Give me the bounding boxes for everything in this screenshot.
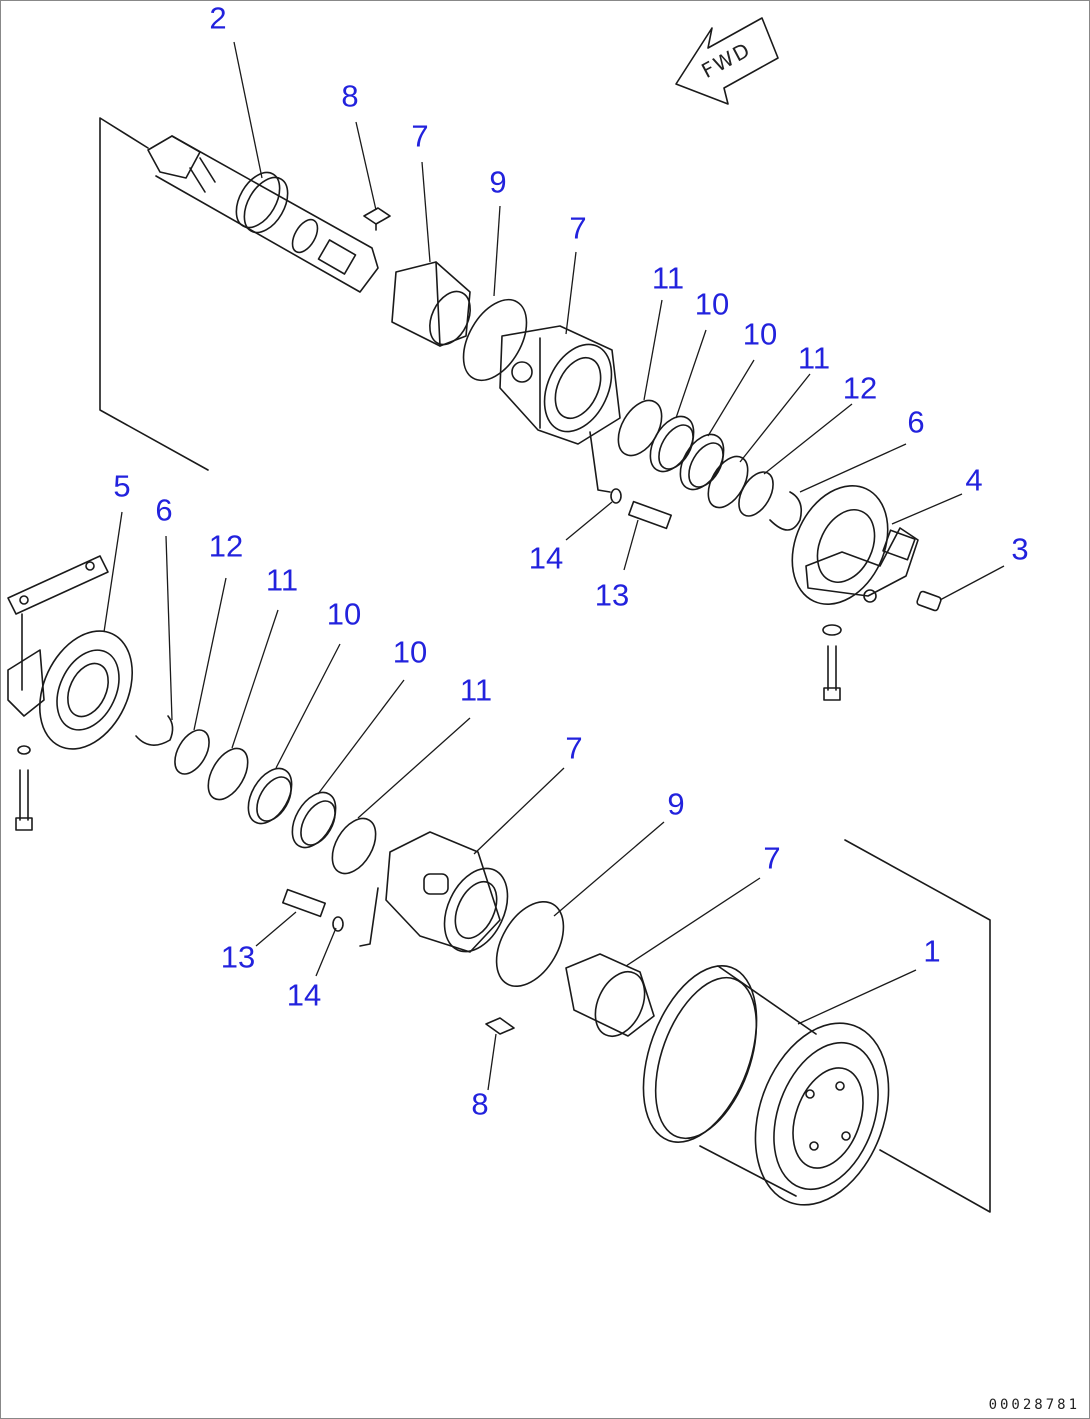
o-ring-part-lower xyxy=(495,900,565,988)
wire-ring-part-lower xyxy=(135,715,174,746)
callout-part-6-lower: 6 xyxy=(155,492,173,528)
callout-part-7-upper-bushing: 7 xyxy=(411,118,429,154)
callout-part-4: 4 xyxy=(965,462,983,498)
o-ring-part-upper xyxy=(462,298,528,382)
callout-part-3: 3 xyxy=(1011,531,1029,567)
bushing-part-upper xyxy=(391,261,471,347)
drawing-number: 00028781 xyxy=(988,1397,1080,1413)
callout-part-13-upper: 13 xyxy=(594,577,630,613)
callout-part-13-lower: 13 xyxy=(220,939,256,975)
callout-part-14-lower: 14 xyxy=(286,977,322,1013)
callout-part-5: 5 xyxy=(113,468,131,504)
fwd-arrow-icon xyxy=(675,17,779,105)
callout-part-10-lower-a: 10 xyxy=(326,596,362,632)
callout-part-10-upper-b: 10 xyxy=(742,316,778,352)
seal-stack-lower xyxy=(174,729,377,875)
pin-part-lower xyxy=(485,1017,515,1035)
callout-part-7-upper-collar: 7 xyxy=(569,210,587,246)
pin-part-upper xyxy=(363,207,391,231)
callout-part-12-upper: 12 xyxy=(842,370,878,406)
end-collar-part-left xyxy=(7,555,134,831)
callout-part-8-lower: 8 xyxy=(471,1086,489,1122)
callout-part-11-lower-b: 11 xyxy=(459,672,493,708)
lower-bracket-lines xyxy=(844,839,991,1213)
bushing-part-lower xyxy=(565,953,655,1037)
bolt-washer-right xyxy=(822,624,842,701)
callout-part-9-lower: 9 xyxy=(667,786,685,822)
callout-part-2: 2 xyxy=(209,0,227,36)
callout-part-11-upper-b: 11 xyxy=(797,340,831,376)
callout-part-10-lower-b: 10 xyxy=(392,634,428,670)
callout-leader-lines xyxy=(103,41,1005,1091)
bolt-part-13-upper xyxy=(628,500,672,530)
callout-part-10-upper-a: 10 xyxy=(694,286,730,322)
bolt-part-13-lower xyxy=(282,888,326,918)
callout-part-14-upper: 14 xyxy=(528,540,564,576)
callout-part-11-upper-a: 11 xyxy=(651,260,685,296)
callout-part-8-upper: 8 xyxy=(341,78,359,114)
collar-part-lower xyxy=(359,831,509,953)
callout-part-1: 1 xyxy=(923,933,941,969)
end-collar-part-right xyxy=(791,485,919,605)
shaft-part xyxy=(147,135,379,293)
callout-part-7-lower-collar: 7 xyxy=(565,730,583,766)
callout-part-11-lower-a: 11 xyxy=(265,562,299,598)
collar-part-upper xyxy=(499,325,621,493)
washer-part-14-lower xyxy=(332,916,344,932)
washer-part-14-upper xyxy=(610,488,622,504)
bolt-part-3 xyxy=(916,590,942,612)
callout-part-6-upper: 6 xyxy=(907,404,925,440)
callout-part-9-upper: 9 xyxy=(489,164,507,200)
wire-ring-part-upper xyxy=(769,491,803,531)
upper-bracket-lines xyxy=(99,117,209,471)
seal-stack-upper xyxy=(617,399,774,517)
callout-part-12-lower: 12 xyxy=(208,528,244,564)
callout-part-7-lower-bushing: 7 xyxy=(763,840,781,876)
